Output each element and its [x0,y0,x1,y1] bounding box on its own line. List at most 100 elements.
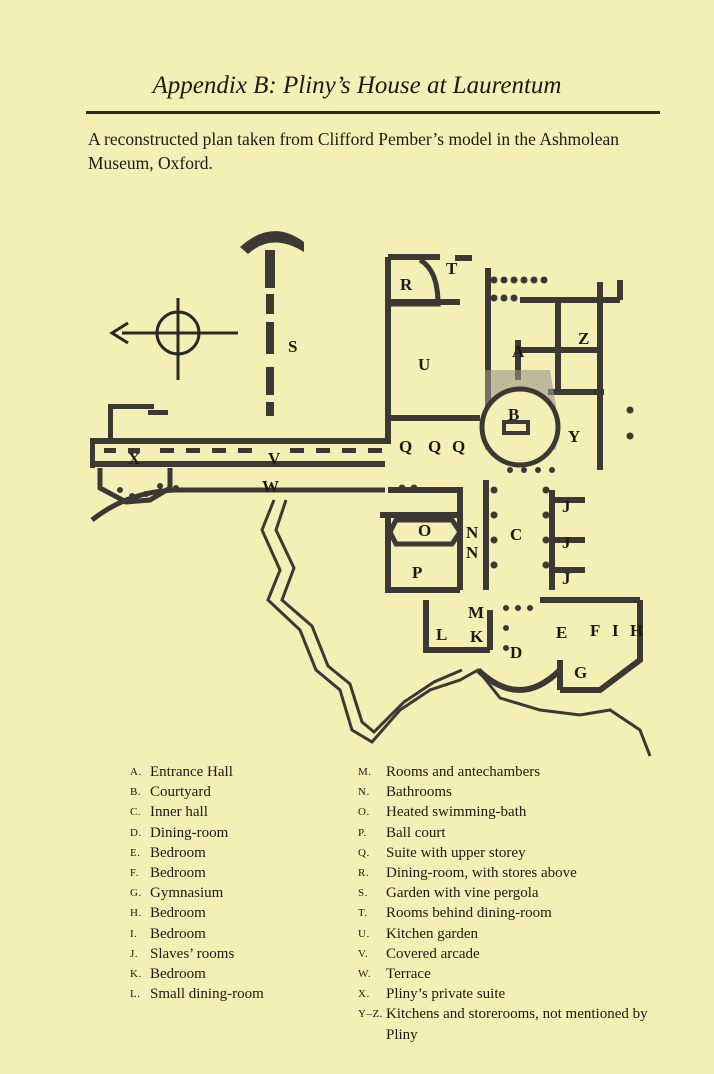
legend-key: T. [358,907,368,920]
room-label: Q [452,437,465,456]
legend-key: I. [130,927,138,940]
compass-icon [109,298,238,380]
legend-key: C. [130,806,142,819]
legend-key: B. [130,786,142,799]
legend-item: K. Bedroom [130,964,350,984]
room-label: R [400,275,413,294]
room-label: Z [578,329,589,348]
legend-item: Y–Z.Kitchens and storerooms, not mention… [358,1004,658,1044]
legend-desc: Bedroom [150,844,206,861]
legend-key: E. [130,846,141,859]
legend-item: D.Dining-room [130,823,350,843]
legend-desc: Bedroom [150,966,206,983]
legend-desc: Bedroom [150,925,206,942]
legend-desc: Covered arcade [386,945,480,962]
legend-item: T. Rooms behind dining-room [358,903,658,923]
legend-desc: Terrace [386,966,431,983]
swimming-bath [387,517,464,547]
legend-item: J.Slaves’ rooms [130,944,350,964]
legend-item: A. Entrance Hall [130,762,350,782]
room-label: M [468,603,484,622]
legend-desc: Inner hall [150,804,208,821]
legend-item: R. Dining-room, with stores above [358,863,658,883]
terrace [90,487,385,522]
room-label: T [446,259,458,278]
legend-item: G. Gymnasium [130,883,350,903]
legend-desc: Bedroom [150,905,206,922]
legend-item: N.Bathrooms [358,782,658,802]
legend-item: L.Small dining-room [130,984,350,1004]
legend-desc: Gymnasium [150,885,224,902]
page-title: Appendix B: Pliny’s House at Laurentum [152,72,562,99]
courtyard [479,370,561,468]
legend-desc: Entrance Hall [150,764,233,780]
legend-desc: Pliny’s private suite [386,986,506,1003]
legend-key: D. [130,826,142,839]
legend-key: L. [130,988,141,1001]
room-label: X [128,449,141,468]
room-label: I [612,621,619,640]
legend-key: F. [130,867,139,880]
legend-item: O. Heated swimming-bath [358,802,658,822]
legend-key: O. [358,806,370,819]
room-label: Q [399,437,412,456]
legend-key: A. [130,766,142,778]
legend-desc: Rooms behind dining-room [386,905,552,922]
legend-desc: Suite with upper storey [386,844,526,861]
legend-desc: Rooms and antechambers [386,764,541,780]
legend-key: R. [358,867,370,880]
room-label: U [418,355,430,374]
room-label: C [510,525,522,544]
legend-desc: Dining-room, with stores above [386,865,577,882]
legend-key: Y–Z. [358,1008,383,1021]
legend-item: Q. Suite with upper storey [358,843,658,863]
legend-key: M. [358,766,372,778]
legend-desc: Garden with vine pergola [386,885,539,902]
room-label: V [268,449,281,468]
legend-item: W. Terrace [358,964,658,984]
legend-key: G. [130,887,142,900]
garden-pergola [240,231,304,416]
house-floor-plan: R T U A Z S B Q Q Q Y X V W O N N C J J … [90,231,652,757]
covered-arcade [90,438,385,467]
room-label: J [562,569,571,588]
room-label: L [436,625,447,644]
legend-desc: Bathrooms [386,784,452,801]
legend-desc: Heated swimming-bath [386,804,527,821]
room-label: B [508,405,519,424]
legend-item: U. Kitchen garden [358,924,658,944]
legend-key: U. [358,927,370,940]
room-label: F [590,621,600,640]
legend-desc: Slaves’ rooms [150,945,235,962]
legend-key: P. [358,826,367,839]
legend-left-column: A. Entrance Hall B. Courtyard C. Inner hall… [130,762,350,1004]
room-label: Q [428,437,441,456]
room-label: K [470,627,484,646]
room-label: N [466,543,479,562]
legend-right-column: M. Rooms and antechambers N.Bathrooms O. H… [358,762,658,1045]
dining-room-r [388,257,441,307]
legend-desc: Bedroom [150,865,206,882]
room-label: N [466,523,479,542]
legend-item: X.Pliny’s private suite [358,984,658,1004]
legend-key: S. [358,887,368,900]
legend-item: E. Bedroom [130,843,350,863]
legend-item: V.Covered arcade [358,944,658,964]
legend-key: Q. [358,846,370,859]
room-label: E [556,623,567,642]
legend-desc: Kitchen garden [386,925,479,942]
room-label: G [574,663,587,682]
main-block [380,254,643,693]
legend-desc: Kitchens and storerooms, not mentioned b… [386,1006,648,1043]
room-label: O [418,521,431,540]
room-label: D [510,643,522,662]
legend-key: K. [130,968,142,981]
legend-item: F. Bedroom [130,863,350,883]
room-label: J [562,497,571,516]
legend-desc: Courtyard [150,784,211,801]
legend-key: W. [358,968,372,981]
room-label: J [562,533,571,552]
legend-item: P.Ball court [358,823,658,843]
legend-item: M. Rooms and antechambers [358,762,658,782]
legend-item: B. Courtyard [130,782,350,802]
